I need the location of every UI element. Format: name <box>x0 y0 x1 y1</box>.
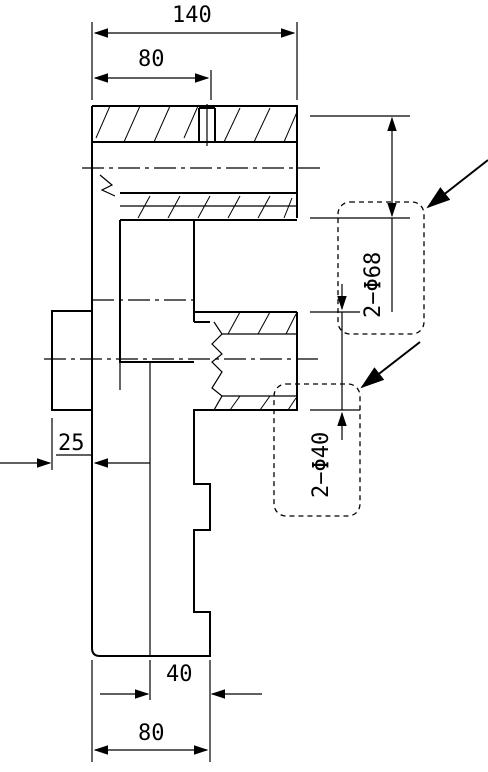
highlight-box-small-bore <box>273 383 361 517</box>
dim-bottom-small: 40 <box>166 662 193 687</box>
part-outline <box>51 104 298 657</box>
dim-top-overall: 140 <box>172 3 212 28</box>
section-hatching <box>95 105 298 411</box>
highlight-box-large-bore <box>337 201 425 335</box>
arrow-large-bore-icon <box>426 159 488 209</box>
dimension-lines <box>0 28 397 755</box>
arrow-small-bore-icon <box>360 341 421 389</box>
dim-bore-large: 2−Φ68 <box>361 252 386 318</box>
dim-bore-small: 2−Φ40 <box>309 432 334 498</box>
extension-lines <box>51 22 410 762</box>
pointer-arrows <box>360 159 488 389</box>
center-lines <box>44 167 322 360</box>
dim-left-offset: 25 <box>58 431 85 456</box>
dim-top-inner: 80 <box>138 47 165 72</box>
dim-bottom-overall: 80 <box>138 721 165 746</box>
